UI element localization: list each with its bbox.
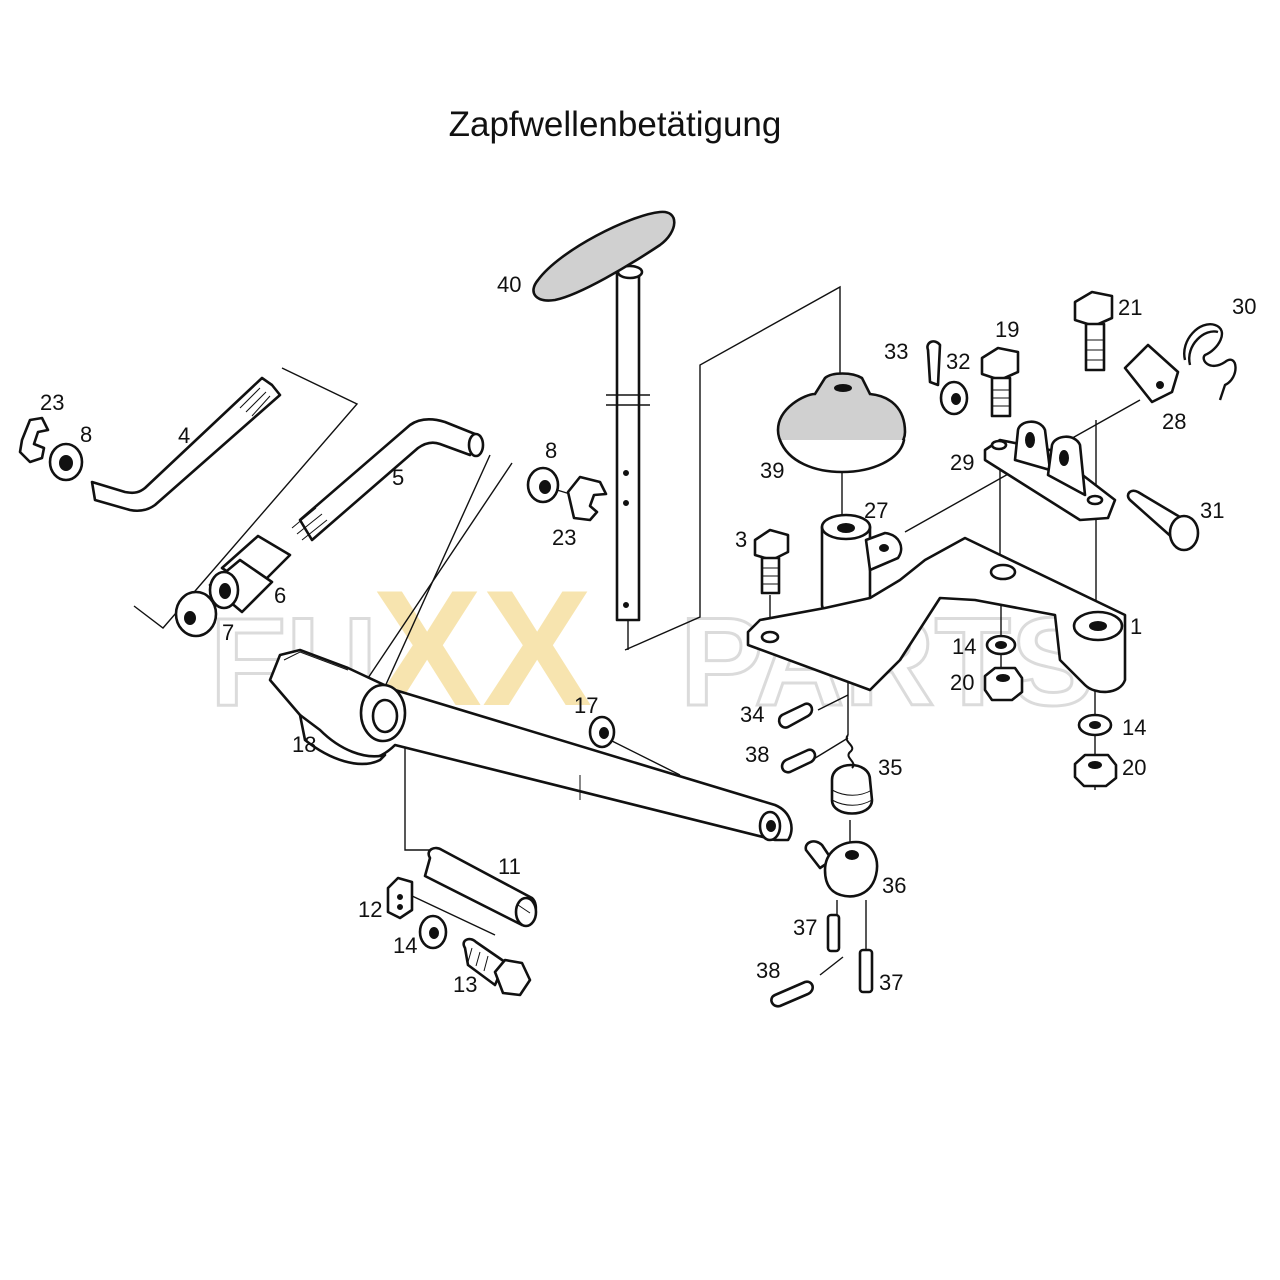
label-part-7: 7 (222, 620, 234, 645)
part-5-bent-rod (291, 418, 485, 542)
label-part-29: 29 (950, 450, 974, 475)
part-28-block (1123, 343, 1180, 404)
label-part-37-left: 37 (793, 915, 817, 940)
label-part-34: 34 (740, 702, 764, 727)
part-3-bolt (753, 528, 790, 595)
part-13-bolt (462, 937, 532, 997)
label-part-30: 30 (1232, 294, 1256, 319)
label-part-14-middle: 14 (952, 634, 976, 659)
label-part-18: 18 (292, 732, 316, 757)
part-29-hinge-plate (983, 420, 1117, 522)
part-23-clip-left (18, 416, 50, 464)
part-31-hinge-pin (1126, 489, 1200, 552)
label-part-4: 4 (178, 423, 190, 448)
label-part-21: 21 (1118, 295, 1142, 320)
label-part-13: 13 (453, 972, 477, 997)
label-part-27: 27 (864, 498, 888, 523)
part-30-spring (1183, 323, 1237, 401)
part-37-pin-right (858, 948, 874, 994)
label-part-20-middle: 20 (950, 670, 974, 695)
label-part-19: 19 (995, 317, 1019, 342)
label-part-33: 33 (884, 339, 908, 364)
part-37-pin-left (826, 913, 841, 953)
part-14-washer-right (1077, 713, 1113, 737)
label-part-38-upper: 38 (745, 742, 769, 767)
label-part-8-right: 8 (545, 438, 557, 463)
part-38-roll-pin-upper (780, 748, 817, 774)
part-27-shift-housing (820, 513, 903, 616)
part-38-roll-pin-lower (770, 980, 814, 1008)
label-part-40: 40 (497, 272, 521, 297)
part-19-bolt (980, 346, 1020, 418)
part-1-support-bracket (746, 536, 1127, 694)
part-4-bent-rod (90, 376, 282, 513)
part-34-roll-pin (777, 702, 814, 729)
part-20-nut-middle (983, 666, 1024, 702)
label-part-17: 17 (574, 693, 598, 718)
label-part-11: 11 (498, 854, 521, 879)
label-part-23-right: 23 (552, 525, 576, 550)
part-8-washer-right (526, 466, 560, 504)
label-part-28: 28 (1162, 409, 1186, 434)
part-6-coupling-nut (208, 534, 292, 614)
label-part-36: 36 (882, 873, 906, 898)
label-part-31: 31 (1200, 498, 1224, 523)
label-part-37-right: 37 (879, 970, 903, 995)
label-part-6: 6 (274, 583, 286, 608)
part-7-nut (174, 590, 218, 638)
label-part-32: 32 (946, 349, 970, 374)
label-part-20-right: 20 (1122, 755, 1146, 780)
part-17-spring-washer (588, 715, 616, 749)
part-23-clip-right (566, 475, 608, 522)
part-8-washer-left (48, 442, 84, 482)
label-part-8-left: 8 (80, 422, 92, 447)
part-39-rubber-boot (776, 372, 907, 474)
label-part-35: 35 (878, 755, 902, 780)
watermark-logo: FU XX PARTS (209, 556, 1096, 740)
label-part-14-right: 14 (1122, 715, 1146, 740)
part-labels: 40 4 5 6 7 8 23 8 23 39 27 3 33 32 19 21… (40, 272, 1256, 997)
label-part-38-lower: 38 (756, 958, 780, 983)
part-32-washer (939, 380, 969, 416)
label-part-39: 39 (760, 458, 784, 483)
diagram-title: Zapfwellenbetätigung (449, 105, 782, 144)
part-14-washer-lower-left (418, 914, 448, 950)
part-18-main-lever (268, 648, 793, 842)
part-20-nut-right (1073, 753, 1118, 788)
part-36-ball-joint (804, 840, 879, 898)
part-11-pin (423, 846, 538, 928)
label-part-5: 5 (392, 465, 404, 490)
label-part-3: 3 (735, 527, 747, 552)
label-part-23-left: 23 (40, 390, 64, 415)
part-12-block (386, 876, 414, 920)
part-14-washer-middle (985, 634, 1017, 656)
part-40-shift-knob-rod (532, 210, 676, 622)
part-33-cotter-pin (926, 340, 942, 387)
label-part-1: 1 (1130, 614, 1142, 639)
part-35-spring (830, 734, 874, 815)
part-21-bolt (1073, 290, 1114, 372)
label-part-12: 12 (358, 897, 382, 922)
label-part-14-lower-left: 14 (393, 933, 417, 958)
